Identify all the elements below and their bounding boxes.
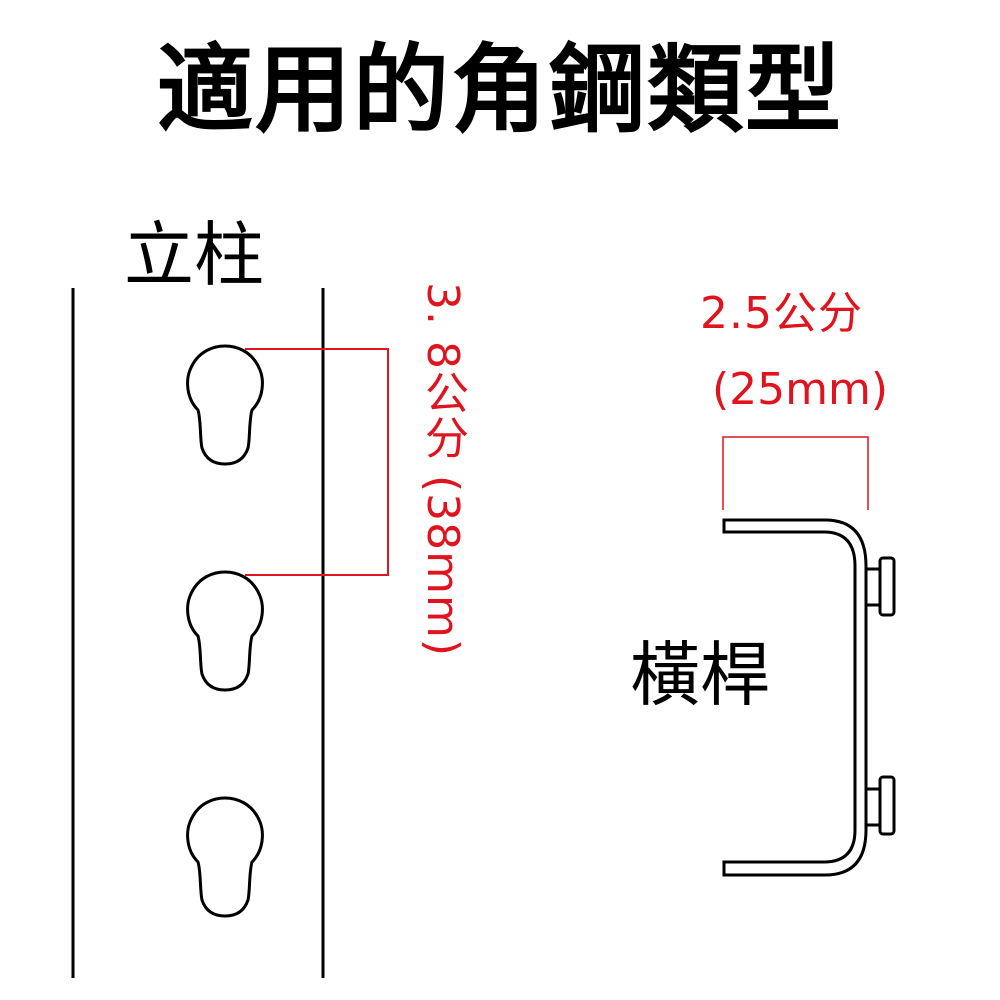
keyhole-slot-icon: [186, 570, 264, 692]
keyhole-slot-icon: [186, 796, 264, 918]
page-title: 適用的角鋼類型: [157, 34, 843, 146]
bolt-shank-icon: [864, 787, 882, 827]
crossbar-width-dimension-mm: (25mm): [712, 364, 889, 415]
crossbar-profile: [722, 518, 896, 877]
crossbar-width-bracket: [722, 436, 869, 510]
bolt-head-icon: [878, 556, 896, 617]
hole-spacing-bracket: [245, 348, 389, 576]
crossbar-label: 橫桿: [630, 634, 770, 716]
post-outline: [71, 288, 325, 978]
bolt-shank-icon: [864, 567, 882, 607]
hole-spacing-dimension-text: 3. 8公分 (38mm): [417, 282, 468, 657]
keyhole-slot-icon: [186, 344, 264, 466]
bolt-head-icon: [878, 775, 896, 836]
crossbar-width-dimension-text: 2.5公分: [700, 288, 863, 339]
crossbar-channel-outline: [722, 518, 868, 877]
post-label: 立柱: [124, 214, 264, 296]
